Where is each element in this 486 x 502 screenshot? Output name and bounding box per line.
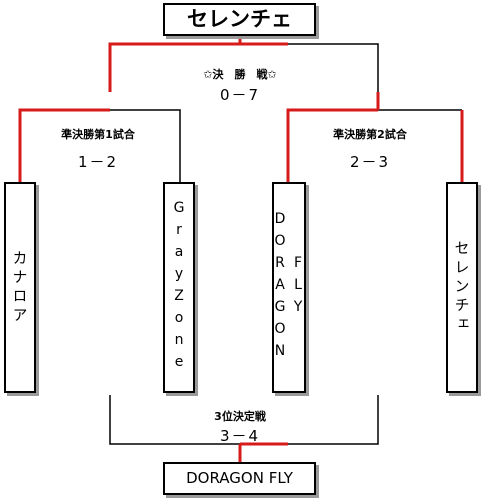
team-name-fly: FLY [290,254,306,321]
final-score: 0－7 [219,86,261,104]
team-name-grayzone: GrayZone [171,199,187,376]
semi2-label: 準決勝第2試合 [333,128,407,141]
third-place-score: 3－4 [219,427,261,445]
team-name-kanaroa: カナロア [10,249,29,326]
team-name-serenche: セレンチェ [452,240,471,335]
third-place-winner-box: DORAGON FLY [163,462,316,495]
third-place-winner: DORAGON FLY [186,469,293,487]
team-box-grayzone: GrayZone [163,182,195,393]
semi2-score: 2－3 [349,153,391,171]
team-box-doragon-fly: DORAGON FLY [272,182,306,393]
semi1-score: 1－2 [77,153,119,171]
team-box-kanaroa: カナロア [4,182,36,393]
champion-name: セレンチェ [187,7,292,31]
team-box-serenche: セレンチェ [446,182,478,393]
third-place-label: 3位決定戦 [214,410,266,423]
final-label: ✩決 勝 戦✩ [203,68,277,81]
team-name-doragon: DORAGON [272,210,288,365]
champion-box: セレンチェ [163,3,316,36]
semi1-label: 準決勝第1試合 [61,128,135,141]
